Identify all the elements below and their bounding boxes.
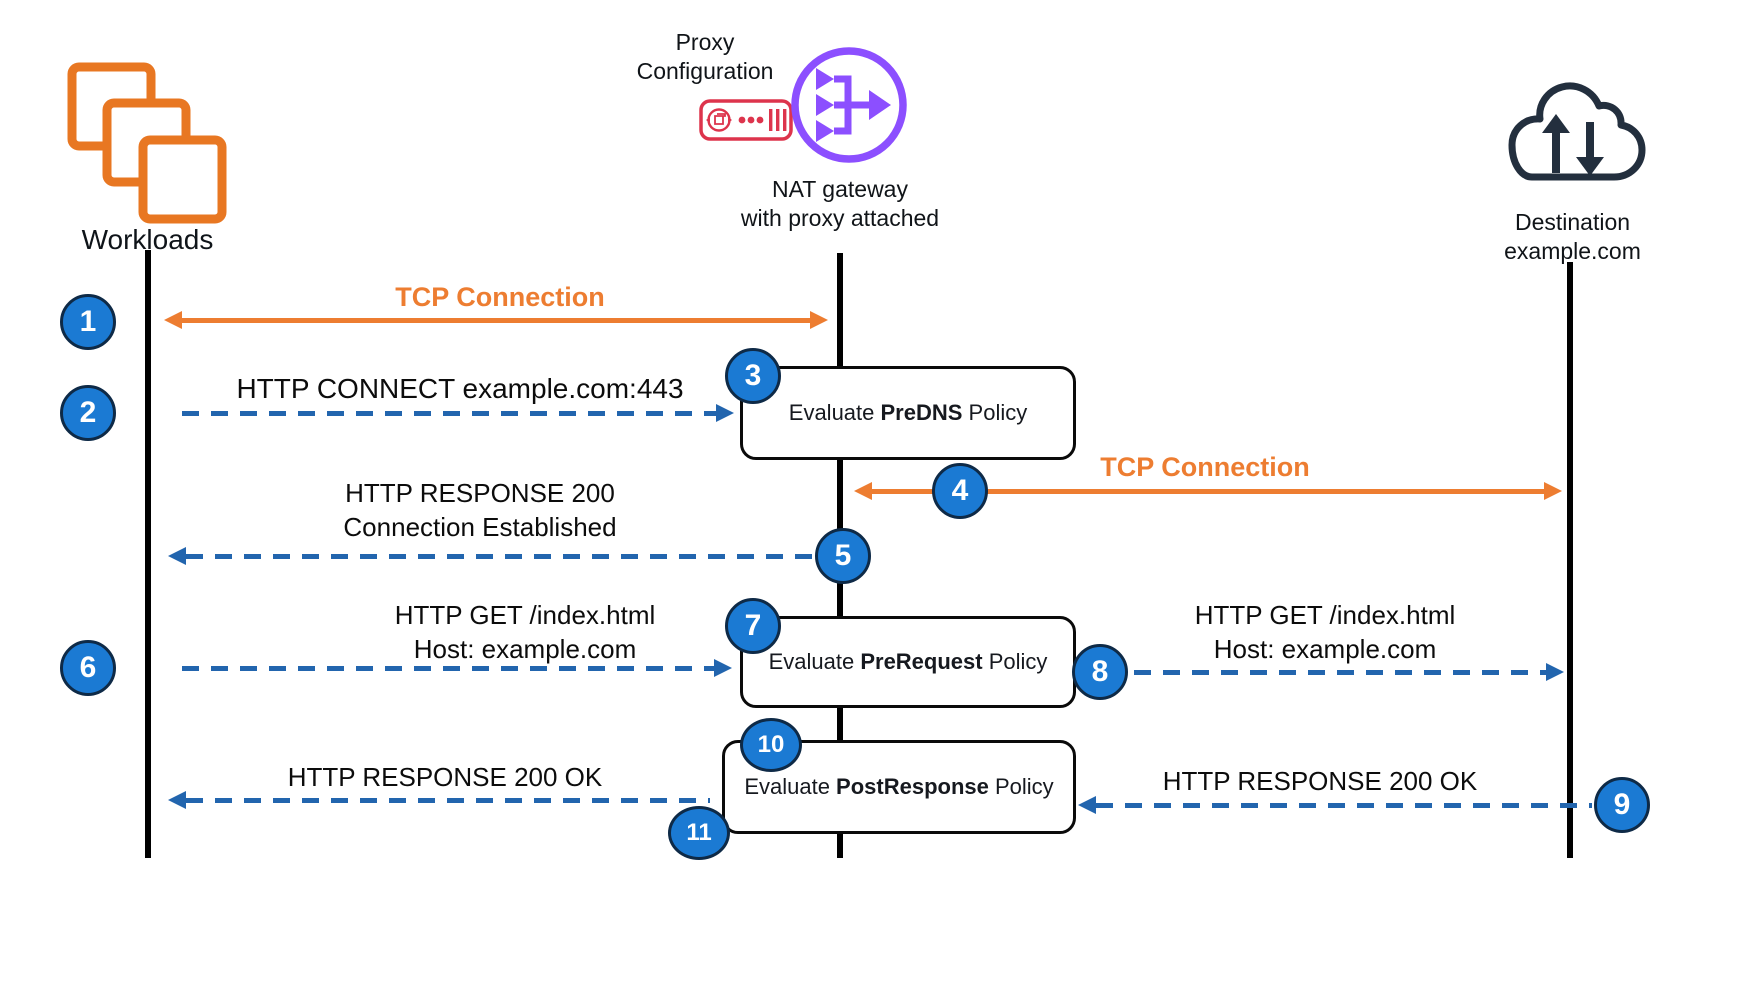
- http-get-right-arrow: [1134, 670, 1546, 675]
- http-response-ok-right-arrowhead: [1078, 796, 1096, 814]
- step-badge-10: 10: [740, 718, 802, 772]
- step-badge-6: 6: [60, 640, 116, 696]
- tcp-connection-right-label: TCP Connection: [1100, 452, 1310, 482]
- proxy-configuration-label: Proxy Configuration: [636, 29, 774, 84]
- http-get-left-label: HTTP GET /index.html Host: example.com: [394, 600, 656, 664]
- http-response-ok-left-arrow: [186, 798, 710, 803]
- workloads-label: Workloads: [81, 224, 214, 255]
- destination-lifeline: [1567, 262, 1573, 858]
- step-badge-11: 11: [668, 806, 730, 860]
- http-response-ok-right-label: HTTP RESPONSE 200 OK: [1162, 766, 1478, 796]
- step-badge-7: 7: [725, 598, 781, 654]
- http-connect-arrowhead: [716, 404, 734, 422]
- destination-cloud-icon: [1508, 82, 1646, 181]
- prerequest-policy-box: Evaluate PreRequest Policy: [740, 616, 1076, 708]
- nat-gateway-label: NAT gateway with proxy attached: [740, 176, 940, 231]
- workloads-icon: [67, 62, 227, 224]
- http-get-right-arrowhead: [1546, 663, 1564, 681]
- step-badge-4: 4: [932, 463, 988, 519]
- http-get-left-arrow: [182, 666, 714, 671]
- tcp-right-arrowhead-left: [854, 482, 872, 500]
- tcp-left-arrowhead-right: [810, 311, 828, 329]
- tcp-connection-right-arrow: [872, 489, 1544, 494]
- tcp-connection-left-arrow: [182, 318, 810, 323]
- step-badge-2: 2: [60, 385, 116, 441]
- http-connect-arrow: [182, 411, 716, 416]
- http-response-200-arrow: [186, 554, 814, 559]
- step-badge-8: 8: [1072, 644, 1128, 700]
- nat-gateway-icon: [791, 47, 907, 163]
- predns-policy-box: Evaluate PreDNS Policy: [740, 366, 1076, 460]
- destination-label: Destination example.com: [1504, 209, 1641, 264]
- http-response-ok-left-arrowhead: [168, 791, 186, 809]
- http-response-ok-left-label: HTTP RESPONSE 200 OK: [287, 762, 603, 792]
- http-get-left-arrowhead: [714, 659, 732, 677]
- http-connect-label: HTTP CONNECT example.com:443: [236, 373, 684, 404]
- step-badge-1: 1: [60, 294, 116, 350]
- tcp-connection-left-label: TCP Connection: [395, 282, 605, 312]
- step-badge-9: 9: [1594, 777, 1650, 833]
- http-response-ok-right-arrow: [1096, 803, 1592, 808]
- step-badge-3: 3: [725, 348, 781, 404]
- tcp-right-arrowhead-right: [1544, 482, 1562, 500]
- workloads-lifeline: [145, 250, 151, 858]
- http-get-right-label: HTTP GET /index.html Host: example.com: [1194, 600, 1456, 664]
- http-response-200-label: HTTP RESPONSE 200 Connection Established: [343, 478, 617, 542]
- step-badge-5: 5: [815, 528, 871, 584]
- proxy-configuration-icon: [699, 99, 793, 141]
- tcp-left-arrowhead-left: [164, 311, 182, 329]
- http-response-200-arrowhead: [168, 547, 186, 565]
